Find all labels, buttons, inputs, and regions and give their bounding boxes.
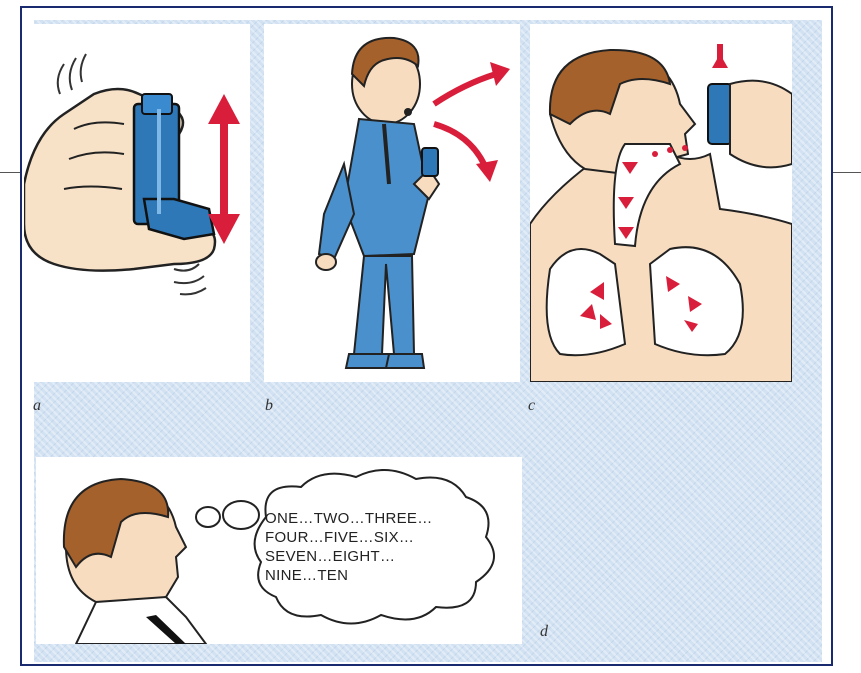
shake-arrow bbox=[208, 94, 240, 244]
panel-c-inhale bbox=[530, 24, 792, 382]
hand bbox=[24, 89, 215, 271]
shake-inhaler-illustration bbox=[24, 24, 250, 382]
breathe-out-illustration bbox=[264, 24, 520, 382]
count-line-4: NINE…TEN bbox=[265, 566, 505, 585]
count-line-1: ONE…TWO…THREE… bbox=[265, 509, 505, 528]
hand bbox=[730, 81, 792, 168]
collar bbox=[76, 597, 206, 644]
thought-dot-large bbox=[223, 501, 259, 529]
mouth bbox=[404, 108, 412, 116]
panel-b-breathe-out bbox=[264, 24, 520, 382]
panel-a-shake-inhaler bbox=[24, 24, 250, 382]
panel-label-a: a bbox=[33, 397, 41, 415]
panel-label-d: d bbox=[540, 623, 548, 641]
exhale-arrows bbox=[434, 74, 496, 164]
thought-bubble-text: ONE…TWO…THREE… FOUR…FIVE…SIX… SEVEN…EIGH… bbox=[265, 509, 505, 585]
left-lung bbox=[547, 249, 625, 355]
press-arrow bbox=[717, 44, 723, 60]
panel-label-b: b bbox=[265, 397, 273, 415]
count-line-2: FOUR…FIVE…SIX… bbox=[265, 528, 505, 547]
inhale-illustration bbox=[530, 24, 792, 382]
inhaler bbox=[708, 84, 732, 144]
inhaler bbox=[134, 94, 214, 239]
count-line-3: SEVEN…EIGHT… bbox=[265, 547, 505, 566]
trousers bbox=[354, 256, 414, 354]
inhaler bbox=[422, 148, 438, 176]
panel-label-c: c bbox=[528, 397, 535, 415]
right-rule bbox=[832, 172, 861, 173]
thought-dot-small bbox=[196, 507, 220, 527]
